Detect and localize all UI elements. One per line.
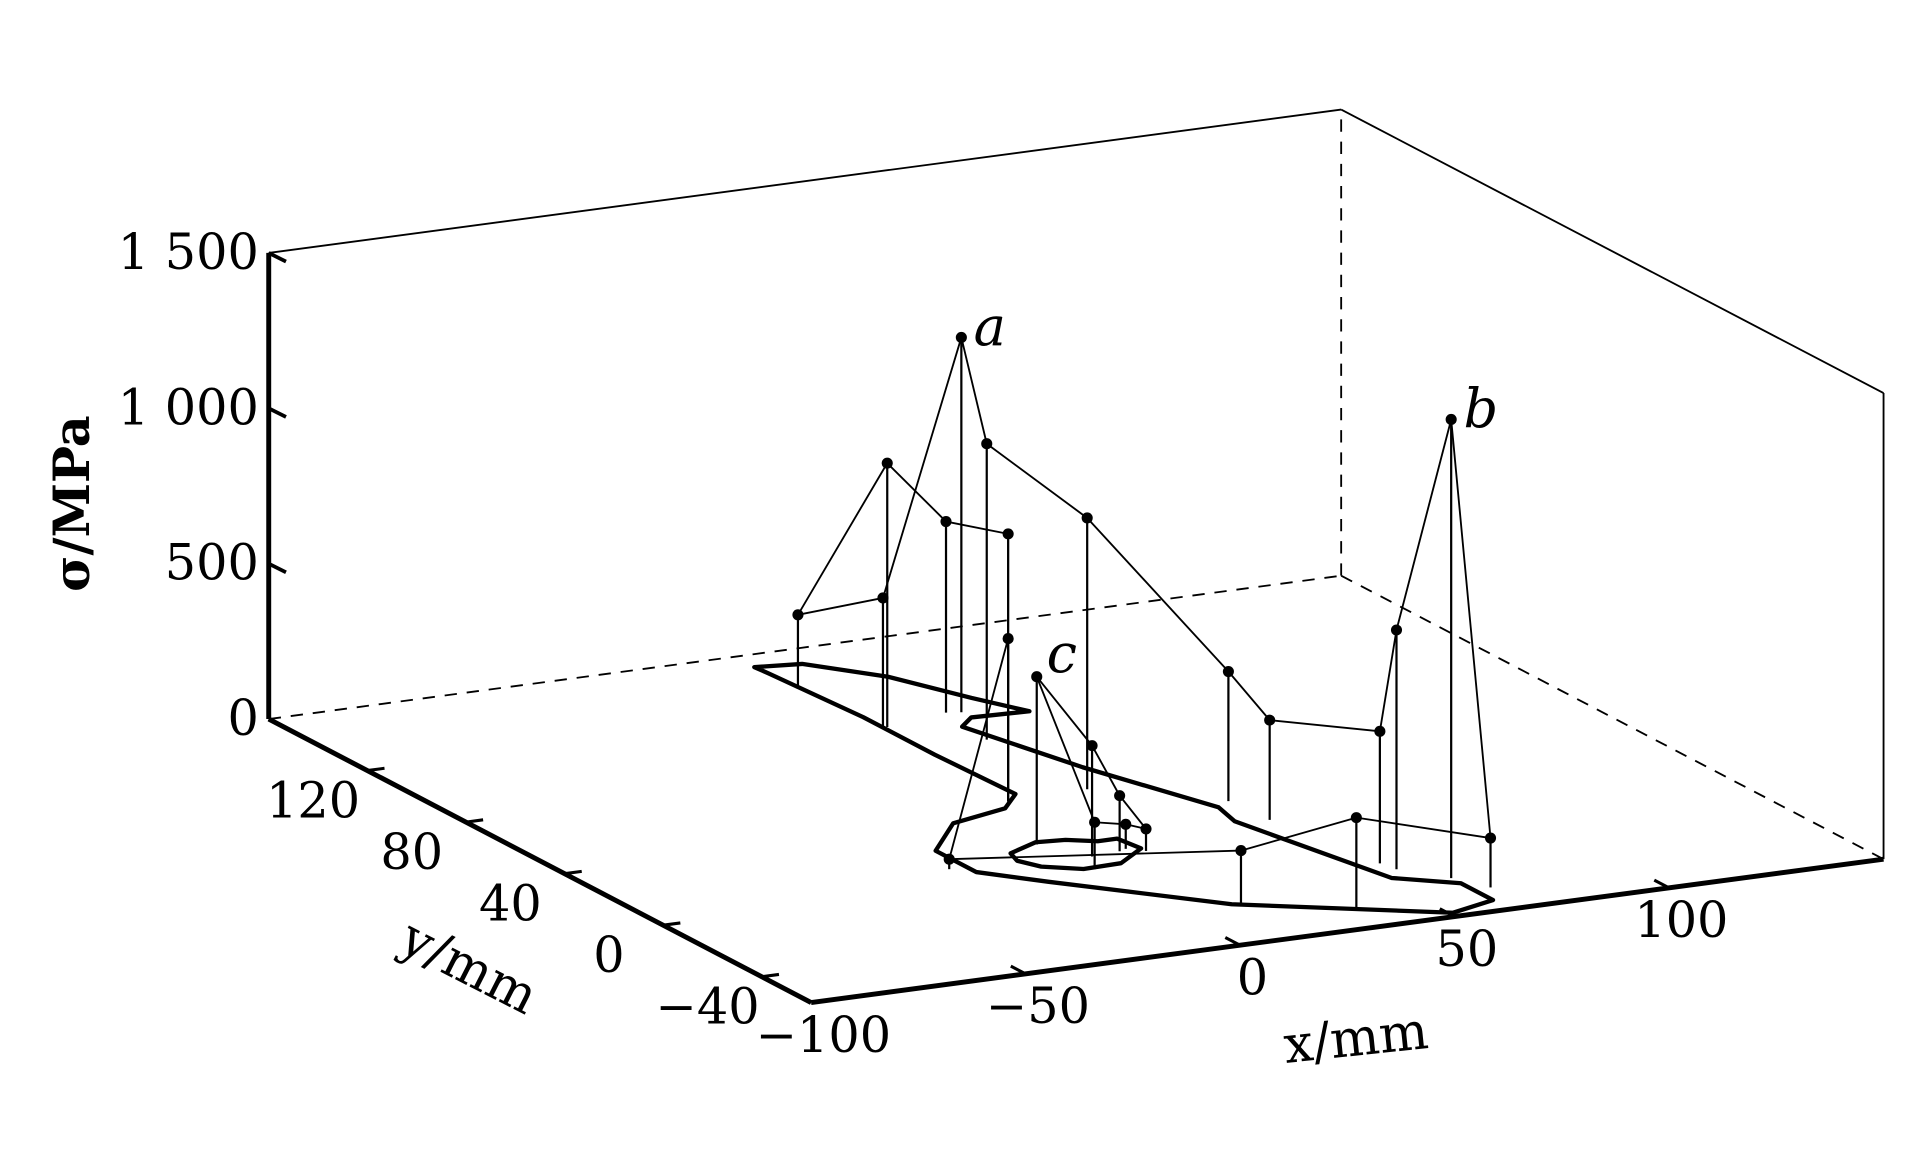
y-tick-label: 120 [266, 771, 360, 829]
point-p12 [1350, 812, 1362, 824]
connection-p8-p9 [1378, 629, 1398, 732]
inner-hole-contour [1008, 836, 1144, 872]
y-tick [761, 972, 780, 979]
x-tick-label: 0 [1237, 949, 1268, 1007]
point-a [955, 331, 967, 344]
point-p8 [1374, 725, 1386, 737]
z-tick-label: 1 000 [118, 378, 259, 436]
z-tick [267, 717, 287, 730]
connection-b-p11 [1450, 419, 1492, 839]
point-connections [797, 337, 1492, 861]
connection-p1-p2 [797, 597, 884, 616]
x-axis-line [810, 856, 1884, 1005]
y-tick-label: 0 [593, 926, 624, 984]
connection-p13-p14 [949, 849, 1242, 861]
top-right-edge [1340, 108, 1884, 394]
connection-q3-q2 [945, 520, 1009, 535]
point-p13 [1235, 845, 1247, 857]
point-c [1031, 671, 1043, 683]
z-tick-label: 0 [227, 689, 258, 747]
connection-p14-q4 [948, 638, 1010, 860]
x-tick [1653, 878, 1670, 890]
specimen-outline [752, 661, 1496, 915]
y-tick [465, 818, 484, 824]
connection-a-p4 [960, 337, 988, 444]
axis-ticks [267, 251, 1670, 1004]
axes-box [266, 108, 1885, 1005]
point-q4 [1002, 633, 1014, 645]
connection-p5-p6 [1086, 517, 1230, 673]
point-stems [796, 337, 1492, 911]
x-tick-label: −100 [756, 1006, 891, 1064]
point-p1 [792, 609, 804, 621]
back-floor-edge [268, 574, 1342, 720]
outer-contour [752, 661, 1496, 915]
connection-p9-b [1395, 419, 1453, 631]
point-c2 [1114, 790, 1126, 802]
connection-p12-p13 [1240, 816, 1357, 852]
point-label-a: a [974, 295, 1006, 358]
point-c4 [1089, 816, 1101, 828]
y-tick-label: 40 [479, 875, 542, 933]
x-tick-label: 50 [1436, 920, 1499, 978]
point-p9 [1390, 624, 1403, 636]
x-tick [1010, 964, 1027, 976]
connection-p6-p7 [1227, 670, 1271, 721]
x-tick-label: 100 [1634, 891, 1728, 949]
z-tick [267, 406, 287, 419]
connection-p7-p8 [1269, 719, 1380, 733]
y-axis-line [267, 716, 813, 1005]
point-label-c: c [1047, 622, 1077, 685]
right-floor-edge [1340, 574, 1884, 860]
data-points [792, 331, 1497, 865]
y-tick [367, 766, 385, 773]
z-tick [267, 562, 287, 574]
connection-p11-p12 [1356, 816, 1491, 839]
point-p6 [1222, 665, 1234, 678]
z-axis-label: σ/MPa [43, 415, 101, 592]
y-tick-label: 80 [380, 823, 443, 881]
x-tick [1224, 936, 1241, 947]
connection-p2-a [882, 337, 963, 599]
point-c5 [1120, 818, 1132, 830]
point-p4 [981, 438, 993, 450]
point-p11 [1484, 832, 1497, 844]
point-p2 [877, 592, 889, 604]
connection-c1-c2 [1091, 745, 1121, 797]
x-tick [795, 993, 812, 1004]
z-tick [267, 251, 287, 264]
connection-q1-p1 [797, 462, 889, 616]
connection-c2-c3 [1118, 795, 1147, 830]
point-b [1445, 413, 1457, 426]
y-tick [662, 921, 681, 927]
point-c3 [1140, 823, 1152, 835]
connection-c-c1 [1036, 676, 1093, 747]
tick-labels: 0 500 1 000 1 500 120 80 40 0 −40−100 −50 0 50 100 a b… [118, 223, 1729, 1064]
z-tick-label: 1 500 [118, 223, 259, 281]
x-axis-label: x/mm [1281, 1001, 1431, 1076]
x-tick-label: −50 [986, 977, 1090, 1035]
point-label-b: b [1464, 377, 1499, 440]
point-p14 [943, 853, 955, 865]
point-q2 [940, 515, 952, 528]
top-back-edge [268, 108, 1342, 254]
y-tick [564, 869, 582, 876]
point-q1 [881, 457, 893, 469]
connection-q2-q1 [886, 462, 947, 523]
point-q3 [1002, 528, 1014, 540]
connection-c-c4 [1035, 676, 1096, 823]
y-tick-label: −40 [656, 978, 760, 1036]
connection-p4-p5 [986, 442, 1088, 519]
point-c1 [1086, 740, 1098, 752]
point-p7 [1264, 714, 1276, 726]
point-p5 [1081, 512, 1093, 524]
z-tick-label: 500 [165, 534, 259, 592]
